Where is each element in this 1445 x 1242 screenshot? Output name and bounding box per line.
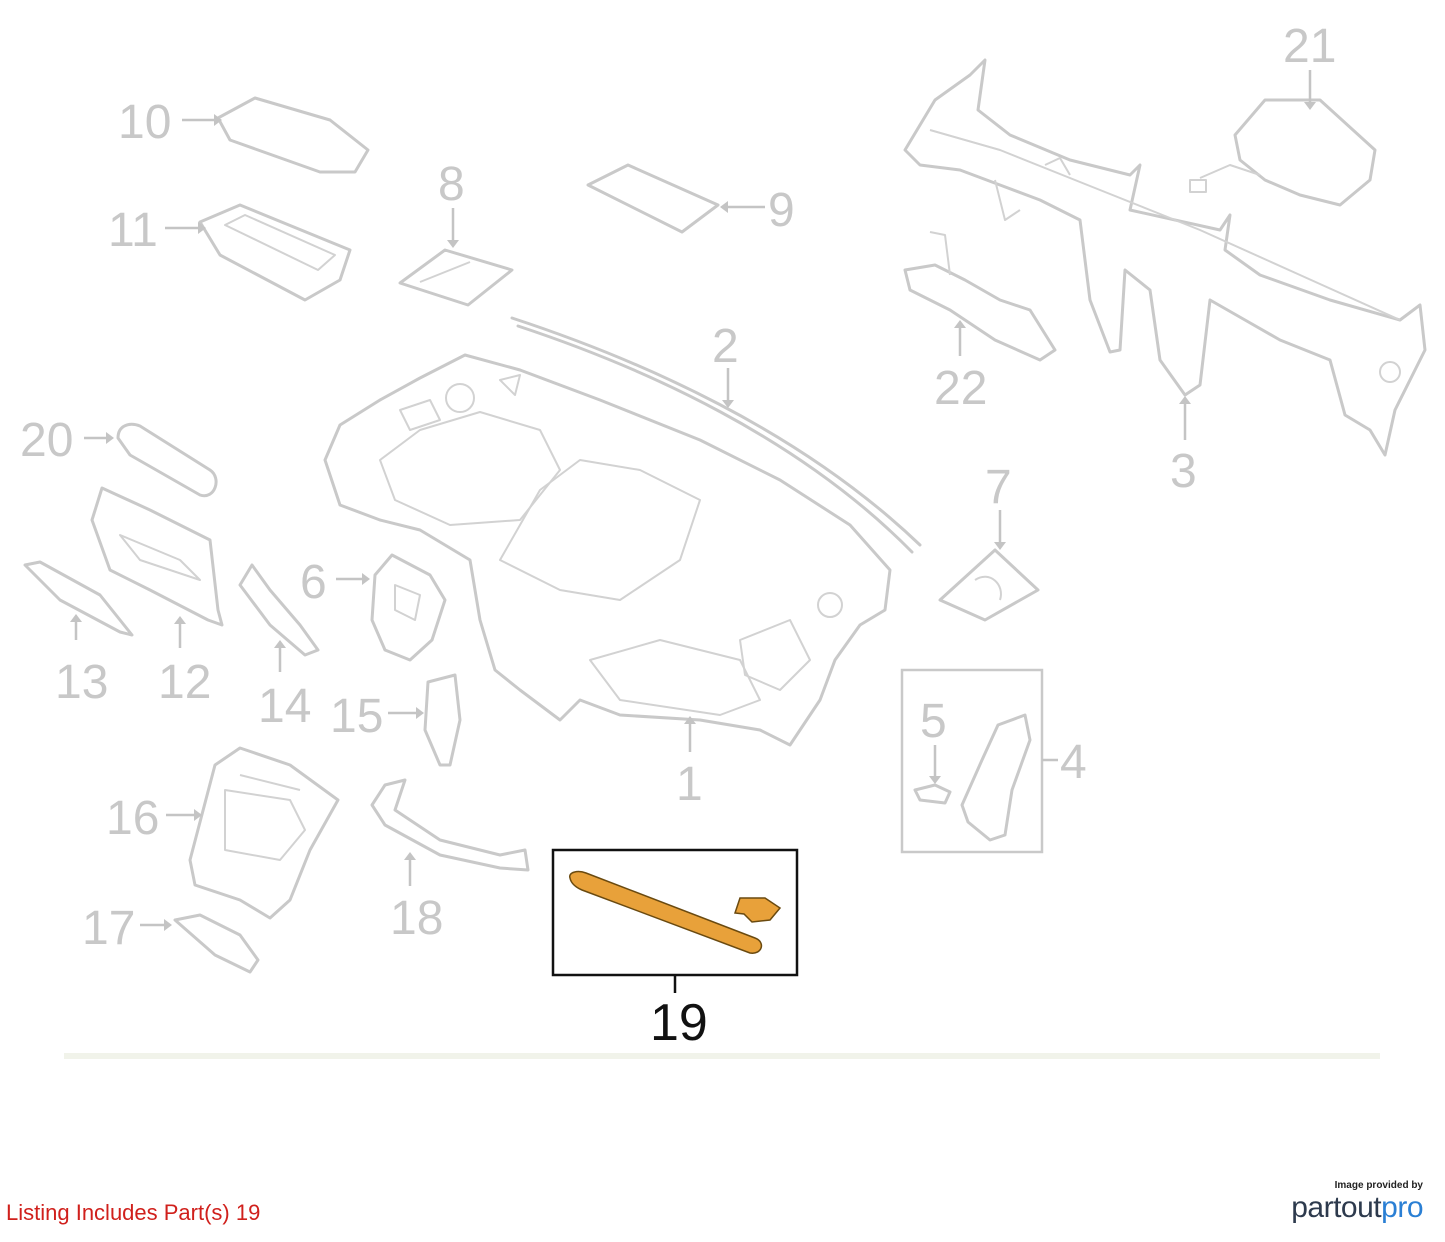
part-18: 18	[370, 778, 530, 945]
part-7: 7	[938, 461, 1040, 622]
part-9: 9	[586, 163, 795, 237]
callout-11: 11	[108, 204, 158, 257]
callout-10: 10	[118, 96, 171, 149]
brand-credit: Image provided by	[1334, 1180, 1423, 1191]
callout-19: 19	[650, 994, 708, 1052]
part-10: 10	[118, 96, 370, 174]
callout-15: 15	[330, 690, 383, 743]
callout-8: 8	[438, 158, 465, 211]
callout-3: 3	[1170, 445, 1197, 498]
callout-5: 5	[920, 695, 947, 748]
part-2: 2	[510, 316, 922, 554]
callout-14: 14	[258, 680, 311, 733]
part-15: 15	[330, 673, 462, 767]
callout-6: 6	[300, 556, 327, 609]
callout-13: 13	[55, 656, 108, 709]
part-3: 3	[903, 58, 1427, 498]
part-5: 5	[913, 695, 952, 805]
callout-18: 18	[390, 892, 443, 945]
callout-21: 21	[1283, 20, 1336, 73]
callout-22: 22	[934, 362, 987, 415]
callout-2: 2	[712, 320, 739, 373]
part-6: 6	[300, 553, 447, 662]
part-4: 4	[900, 668, 1087, 854]
part-22: 22	[903, 231, 1057, 415]
part-1: 1	[323, 353, 892, 811]
part-12: 12	[90, 486, 224, 709]
callout-12: 12	[158, 656, 211, 709]
brand-name: partoutpro	[1291, 1191, 1423, 1225]
part-17: 17	[82, 902, 260, 974]
callout-4: 4	[1060, 736, 1087, 789]
part-8: 8	[398, 158, 514, 307]
callout-1: 1	[676, 758, 703, 811]
part-20: 20	[20, 414, 218, 498]
callout-17: 17	[82, 902, 135, 955]
brand-name-part-b: pro	[1381, 1191, 1423, 1224]
part-16: 16	[106, 746, 340, 920]
brand-logo: Image provided by partoutpro	[1291, 1180, 1423, 1225]
part-21: 21	[1189, 20, 1377, 207]
part-14: 14	[238, 563, 320, 733]
brand-name-part-a: partout	[1291, 1191, 1382, 1224]
listing-caption: Listing Includes Part(s) 19	[6, 1200, 261, 1225]
callout-16: 16	[106, 792, 159, 845]
part-11: 11	[108, 203, 352, 302]
callout-9: 9	[768, 184, 795, 237]
callout-20: 20	[20, 414, 73, 467]
part-19: 19	[551, 848, 799, 1052]
callout-7: 7	[985, 461, 1012, 514]
part-13: 13	[23, 560, 134, 709]
